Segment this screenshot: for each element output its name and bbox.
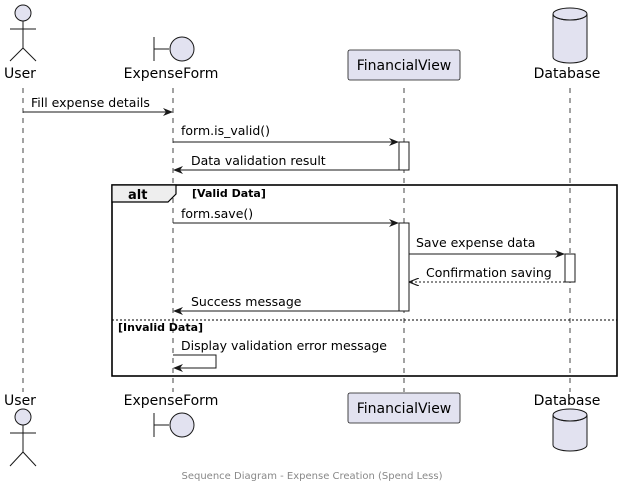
alt-frame — [111, 184, 618, 377]
database-icon — [552, 7, 588, 64]
message-label: Fill expense details — [31, 95, 150, 110]
participant-label: FinancialView — [357, 401, 452, 417]
message-save-expense-data: Save expense data — [409, 235, 565, 258]
participant-label: FinancialView — [357, 58, 452, 74]
message-label: Display validation error message — [181, 338, 387, 353]
message-confirmation-saving: Confirmation saving — [410, 265, 565, 282]
activation-db — [564, 253, 576, 283]
participant-user-top: User — [4, 4, 37, 82]
message-label: Data validation result — [191, 153, 326, 168]
message-fill-details: Fill expense details — [23, 95, 173, 116]
participant-label: ExpenseForm — [124, 66, 219, 82]
participant-label: User — [4, 66, 36, 82]
participant-financial-view-top: FinancialView — [347, 49, 461, 81]
participant-label: Database — [534, 393, 601, 409]
participant-financial-view-bottom: FinancialView — [347, 392, 461, 424]
message-label: form.save() — [181, 206, 253, 221]
diagram-caption: Sequence Diagram - Expense Creation (Spe… — [182, 471, 443, 482]
participant-label: Database — [534, 66, 601, 82]
activation-view-1 — [398, 141, 410, 171]
participant-label: ExpenseForm — [124, 393, 219, 409]
message-validation-result: Data validation result — [173, 153, 399, 174]
alt-guard-invalid: [Invalid Data] — [118, 321, 203, 334]
alt-guard-valid: [Valid Data] — [192, 187, 266, 200]
message-label: Confirmation saving — [426, 265, 552, 280]
boundary-icon — [153, 36, 195, 62]
activation-view-2 — [398, 222, 410, 312]
participant-database-bottom: Database — [534, 393, 601, 452]
alt-keyword: alt — [128, 188, 147, 203]
message-form-save: form.save() — [173, 206, 399, 227]
actor-icon — [9, 408, 37, 467]
actor-icon — [9, 4, 37, 62]
message-display-error: Display validation error message — [173, 338, 387, 372]
alt-label-tab — [111, 184, 177, 203]
message-label: Success message — [191, 294, 302, 309]
participant-expense-form-bottom: ExpenseForm — [124, 393, 219, 438]
participant-database-top: Database — [534, 7, 601, 82]
participant-user-bottom: User — [4, 393, 37, 467]
participant-label: User — [4, 393, 36, 409]
message-is-valid: form.is_valid() — [173, 123, 399, 146]
alt-fragment: alt [Valid Data] [Invalid Data] — [111, 184, 618, 377]
boundary-icon — [153, 412, 195, 438]
message-label: Save expense data — [416, 235, 535, 250]
message-label: form.is_valid() — [181, 123, 270, 138]
message-success: Success message — [173, 294, 399, 315]
database-icon — [552, 408, 588, 452]
participant-expense-form-top: ExpenseForm — [124, 36, 219, 82]
